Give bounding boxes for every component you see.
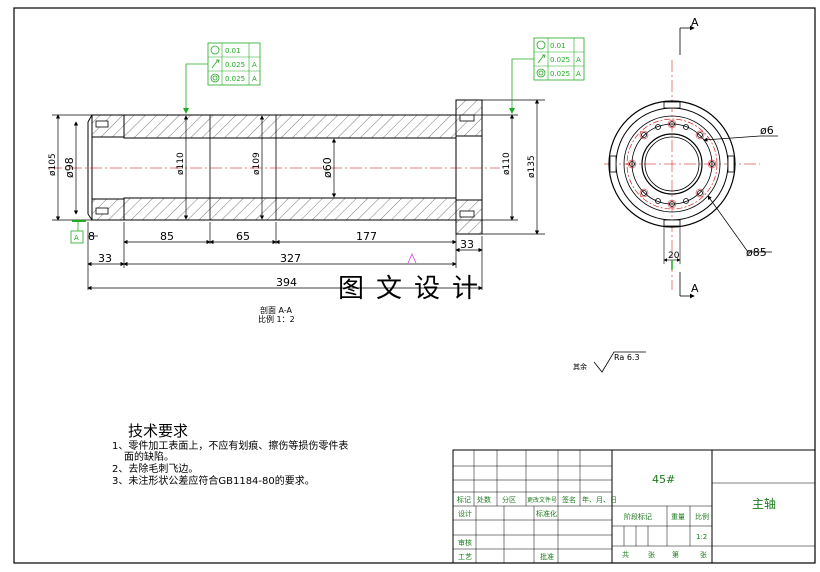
- tb-header-zone: 分区: [502, 495, 516, 504]
- tb-stage-label: 阶段标记: [624, 512, 652, 521]
- concentricity-icon: [210, 73, 220, 83]
- tb-row-process: 工艺: [458, 553, 472, 561]
- dim-len-33-left: 33: [98, 252, 112, 265]
- watermark: 图文设计: [338, 274, 490, 304]
- tb-row-standard: 标准化: [536, 509, 557, 518]
- dim-len-327: 327: [280, 252, 301, 265]
- tb-sheets-total: 共: [622, 550, 629, 559]
- end-view-bolt-holes: [629, 121, 715, 207]
- end-dim-dia-85: ø85: [746, 246, 767, 259]
- dim-dia-98: ø98: [63, 157, 76, 178]
- tb-material: 45#: [652, 473, 675, 486]
- tb-sheets-zhang2: 张: [700, 550, 707, 559]
- tech-requirements: 技术要求 1、零件加工表面上，不应有划痕、擦伤等损伤零件表 面的缺陷。 2、去除…: [112, 422, 348, 487]
- tb-header-change-doc: 更改文件号: [527, 496, 557, 504]
- tol-left-value-2: 0.025: [225, 61, 245, 69]
- tol-right-datum-2: A: [576, 56, 581, 64]
- dim-len-177: 177: [356, 230, 377, 243]
- tech-requirements-title: 技术要求: [128, 422, 188, 440]
- dim-dia-60: ø60: [321, 157, 334, 178]
- surface-finish-prefix: 其余: [573, 362, 587, 371]
- tech-req-item-3: 3、未注形状公差应符合GB1184-80的要求。: [112, 474, 315, 487]
- title-block-text: 标记 处数 分区 更改文件号 签名 年、月、日 设计 标准化 审核 工艺 批准 …: [457, 473, 776, 561]
- tb-header-sign: 签名: [562, 495, 576, 504]
- dim-len-8: 8: [88, 230, 95, 243]
- dim-dia-135: ø135: [527, 155, 537, 178]
- tolerance-frame-left: 0.01 0.025 A 0.025 A: [183, 42, 261, 114]
- dim-len-33-right: 33: [460, 238, 474, 251]
- tol-right-datum-3: A: [576, 70, 581, 78]
- tol-right-value-2: 0.025: [550, 56, 570, 64]
- end-dim-20: 20: [668, 251, 680, 261]
- tol-right-value-1: 0.01: [550, 42, 566, 50]
- runout-icon: [537, 54, 546, 64]
- datum-marker: A: [70, 220, 86, 244]
- shaft-section-view: [50, 99, 500, 235]
- tol-left-datum-3: A: [252, 75, 257, 83]
- tb-row-approve: 批准: [540, 552, 554, 561]
- tolerance-frame-right: 0.01 0.025 A 0.025 A: [509, 37, 585, 114]
- origin-mark: [407, 253, 417, 264]
- end-dim-dia-6: ø6: [760, 124, 774, 137]
- section-mark-bottom: A: [691, 282, 699, 295]
- dim-dia-105: ø105: [48, 153, 58, 176]
- runout-icon: [211, 59, 220, 69]
- concentricity-icon: [536, 68, 546, 78]
- tb-part-name: 主轴: [752, 496, 776, 511]
- end-view-outer-circle: [608, 100, 736, 228]
- tb-sheets-di: 第: [672, 550, 679, 559]
- dim-len-65: 65: [236, 230, 250, 243]
- tb-scale-label: 比例: [695, 512, 709, 521]
- surface-finish-value: Ra 6.3: [614, 353, 640, 362]
- tech-req-item-1: 1、零件加工表面上，不应有划痕、擦伤等损伤零件表: [112, 439, 348, 452]
- shaft-upper-wall: [123, 114, 457, 139]
- tol-left-datum-2: A: [252, 61, 257, 69]
- roughness-icon: [593, 351, 646, 373]
- sheet-border: [13, 7, 816, 564]
- section-scale: 比例 1：2: [258, 314, 295, 324]
- tech-req-item-2: 2、去除毛刺飞边。: [112, 462, 198, 475]
- tol-left-value-1: 0.01: [225, 47, 241, 55]
- shaft-lower-wall: [123, 197, 457, 221]
- dim-dia-110-b: ø110: [502, 152, 512, 175]
- tb-row-review: 审核: [458, 538, 472, 547]
- tech-req-item-1b: 面的缺陷。: [124, 450, 174, 463]
- section-mark-top: A: [691, 16, 699, 29]
- title-block: [452, 449, 816, 564]
- dim-len-394: 394: [276, 276, 297, 289]
- surface-finish: 其余 Ra 6.3: [573, 351, 646, 373]
- end-view-bore: [641, 133, 703, 195]
- tb-sheets-zhang1: 张: [648, 550, 655, 559]
- datum-label: A: [74, 234, 79, 242]
- end-view: A A ø6 ø85 20: [604, 16, 778, 299]
- tol-left-value-3: 0.025: [225, 75, 245, 83]
- horizontal-dimension-lines: [87, 222, 483, 291]
- dim-len-85: 85: [160, 230, 174, 243]
- tb-header-date: 年、月、日: [582, 495, 617, 504]
- tb-weight-label: 重量: [671, 513, 685, 521]
- tb-header-mark: 标记: [457, 495, 471, 504]
- tb-row-design: 设计: [458, 509, 472, 518]
- section-label: 剖面 A-A: [260, 305, 293, 315]
- circularity-icon: [210, 45, 220, 55]
- dim-dia-109: ø109: [252, 152, 262, 175]
- circularity-icon: [536, 40, 546, 50]
- tb-header-count: 处数: [477, 495, 491, 504]
- tb-scale-value: 1:2: [696, 533, 707, 541]
- tol-right-value-3: 0.025: [550, 70, 570, 78]
- dim-dia-110-a: ø110: [176, 152, 186, 175]
